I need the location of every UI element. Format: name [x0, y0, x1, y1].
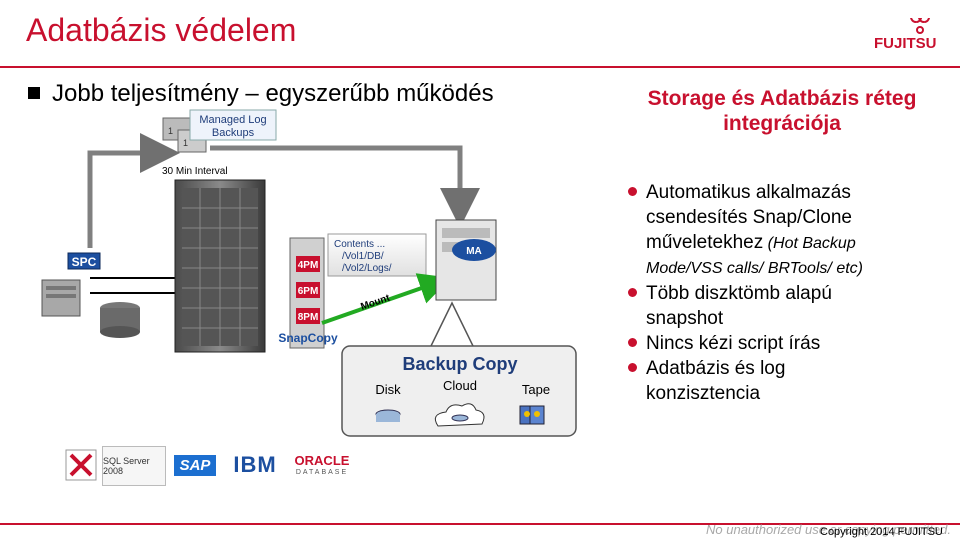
feature-text: snapshot: [646, 308, 724, 329]
ibm-logo: IBM: [226, 446, 284, 484]
mount-arrow: [321, 273, 452, 325]
feature-text: Nincs kézi script írás: [646, 333, 821, 354]
disk-label: Disk: [375, 382, 401, 397]
feature-text: konzisztencia: [646, 383, 761, 404]
feature-text: Több diszktömb alapú: [646, 283, 832, 304]
backups-label: Backups: [212, 127, 255, 139]
feature-note: Mode/VSS calls/ BRTools/ etc): [646, 260, 863, 277]
managed-log-backups: 1 1 Managed Log Backups: [162, 109, 277, 153]
log-arrow: [87, 133, 180, 248]
path-label: /Vol2/Logs/: [342, 263, 392, 274]
feature-item: Nincs kézi script írás: [628, 331, 948, 356]
backup-copy-box: Backup Copy Disk Cloud Tape: [341, 345, 577, 437]
sap-text: SAP: [173, 454, 217, 476]
sql-server-logo: SQL Server 2008: [102, 446, 166, 486]
subtitle-text: Jobb teljesítmény – egyszerűbb működés: [52, 80, 494, 107]
tape-icon: [519, 405, 545, 425]
main-bullet: Jobb teljesítmény – egyszerűbb működés: [28, 80, 494, 108]
feature-text: műveletekhez: [646, 232, 764, 253]
ma-label: MA: [466, 246, 482, 257]
snapshot-time: 4PM: [298, 260, 319, 271]
storage-array: [174, 179, 266, 353]
bullet-dot-icon: [628, 288, 637, 297]
feature-item: Több diszktömb alapú snapshot: [628, 281, 948, 331]
footer-warning: No unauthorized use or copying permitted…: [706, 522, 951, 537]
backup-arrow: [210, 145, 480, 228]
snapshot-time: 8PM: [298, 312, 319, 323]
feature-text: csendesítés Snap/Clone: [646, 207, 852, 228]
media-agent: MA: [435, 219, 497, 301]
snapshot-time: 6PM: [298, 286, 319, 297]
bullet-dot-icon: [628, 338, 637, 347]
path-label: /Vol1/DB/: [342, 251, 384, 262]
heading-line-2: integrációja: [723, 112, 841, 135]
contents-label: Contents ...: [334, 239, 385, 250]
commvault-logo: [64, 446, 98, 484]
feature-list: Automatikus alkalmazás csendesítés Snap/…: [628, 180, 948, 406]
oracle-text: ORACLE: [294, 452, 350, 468]
heading-line-1: Storage és Adatbázis réteg: [647, 87, 917, 110]
page-title: Adatbázis védelem: [26, 12, 297, 48]
snapshot-stack: 4PM 6PM 8PM SnapCopy: [278, 237, 338, 349]
svg-text:1: 1: [183, 138, 188, 148]
mount-label: Mount: [359, 292, 392, 312]
integration-heading: Storage és Adatbázis réteg integrációja: [612, 86, 952, 136]
spc-label: SPC: [72, 255, 97, 269]
contents-box: Contents ... /Vol1/DB/ /Vol2/Logs/: [327, 233, 427, 277]
bullet-dot-icon: [628, 363, 637, 372]
feature-text: Automatikus alkalmazás: [646, 182, 851, 203]
database-text: DATABASE: [295, 468, 349, 476]
backup-copy-title: Backup Copy: [402, 354, 517, 374]
sap-logo: SAP: [172, 446, 218, 484]
feature-note: (Hot Backup: [763, 235, 856, 252]
callout-pointer: [428, 301, 476, 349]
svg-text:FUJITSU: FUJITSU: [874, 35, 937, 52]
managed-log-label: Managed Log: [199, 114, 266, 126]
spc-server: SPC: [41, 252, 101, 317]
sql-server-text: SQL Server 2008: [103, 456, 150, 476]
square-bullet-icon: [28, 86, 40, 99]
ibm-text: IBM: [233, 452, 277, 477]
database-icon: [100, 302, 140, 338]
oracle-logo: ORACLE DATABASE: [292, 446, 352, 484]
cloud-label: Cloud: [443, 378, 477, 393]
fujitsu-logo: FUJITSU: [872, 11, 944, 63]
interval-label: 30 Min Interval: [162, 166, 228, 177]
feature-item: Automatikus alkalmazás csendesítés Snap/…: [628, 180, 948, 281]
cloud-icon: [434, 403, 485, 427]
feature-item: Adatbázis és log konzisztencia: [628, 356, 948, 406]
svg-text:1: 1: [168, 126, 173, 136]
bullet-dot-icon: [628, 187, 637, 196]
snapcopy-label: SnapCopy: [278, 331, 338, 345]
disk-icon: [375, 409, 401, 422]
title-divider: [0, 66, 960, 68]
feature-text: Adatbázis és log: [646, 358, 786, 379]
tape-label: Tape: [522, 382, 550, 397]
footer-copyright: Copyright 2014 FUJITSU: [820, 526, 943, 538]
architecture-diagram: 1 1 Managed Log Backups 30 Min Interval …: [41, 109, 577, 437]
footer-divider: [0, 523, 960, 525]
